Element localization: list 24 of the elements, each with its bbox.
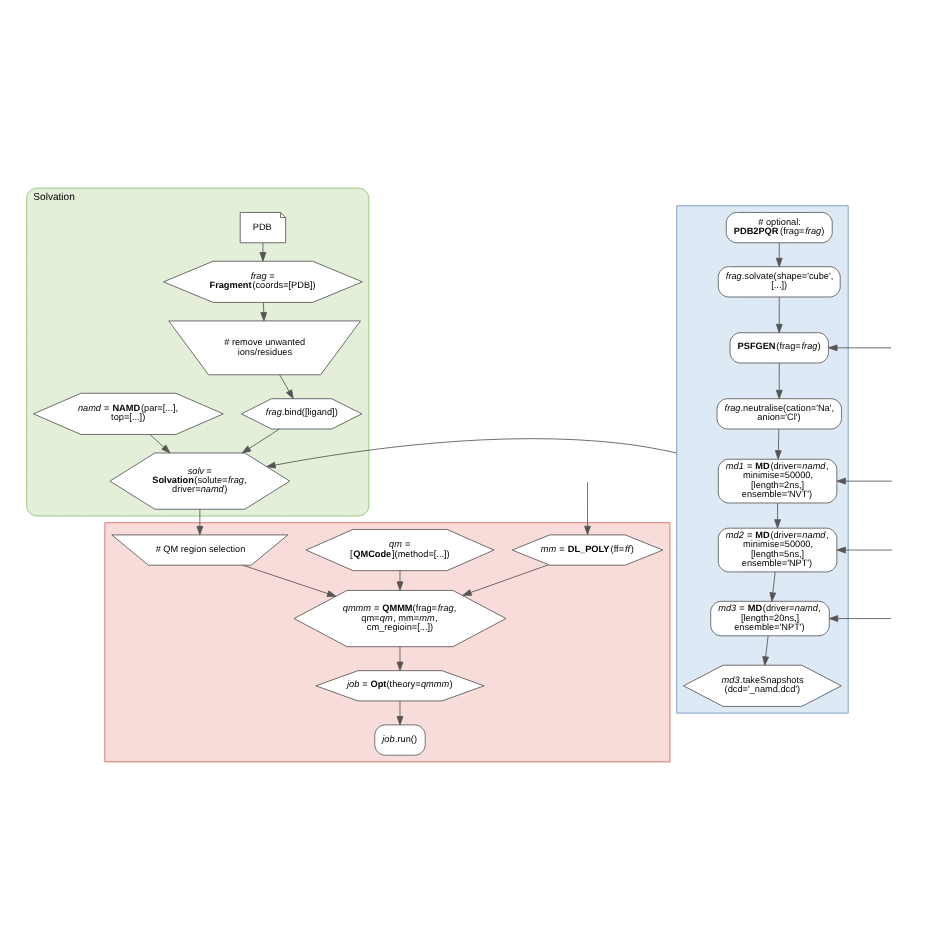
arrow: [775, 295, 783, 333]
arrow: [279, 373, 294, 398]
arrow: [196, 507, 204, 535]
arrow: [259, 241, 267, 261]
arrow: [769, 570, 777, 601]
arrow: [775, 361, 783, 399]
arrow: [260, 301, 268, 321]
arrow: [149, 433, 171, 453]
arrow: [241, 427, 280, 453]
arrow: [462, 563, 550, 595]
arrow: [584, 480, 591, 535]
arrow: [266, 437, 678, 468]
arrow: [836, 545, 893, 553]
arrow: [828, 614, 892, 621]
arrow: [828, 343, 892, 351]
arrow: [774, 427, 782, 459]
arrow: [396, 569, 404, 590]
arrow: [396, 645, 404, 670]
arrow: [242, 563, 337, 596]
arrow: [836, 476, 893, 484]
arrow: [774, 501, 781, 528]
arrow: [762, 634, 770, 665]
arrow: [396, 699, 404, 725]
arrow: [775, 241, 783, 267]
